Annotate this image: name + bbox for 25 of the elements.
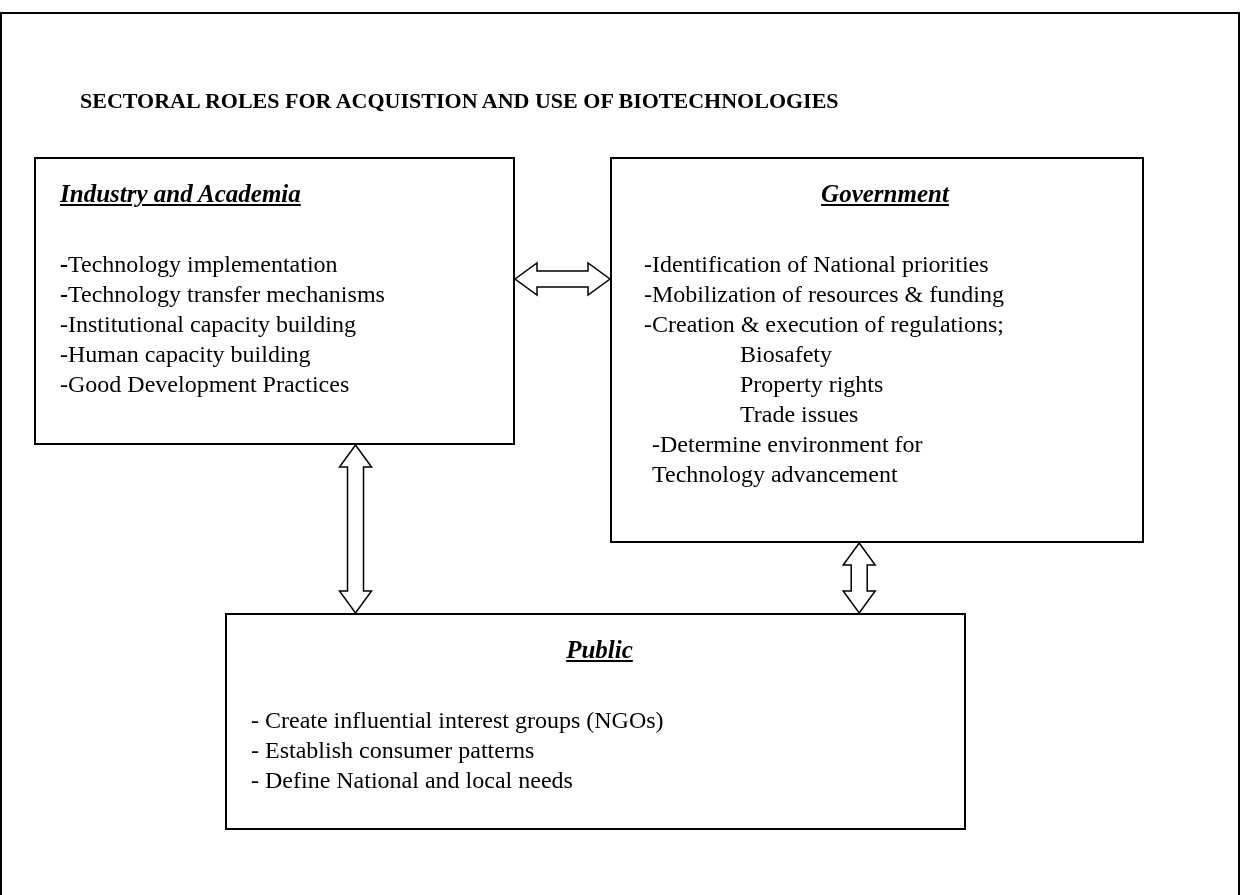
role-item: Trade issues	[740, 399, 859, 429]
role-item: -Human capacity building	[60, 339, 311, 369]
double-block-arrow	[338, 443, 373, 615]
role-item: -Mobilization of resources & funding	[644, 279, 1004, 309]
box-heading: Government	[821, 180, 949, 207]
role-item: Biosafety	[740, 339, 832, 369]
double-block-arrow	[513, 261, 612, 297]
role-item: - Create influential interest groups (NGOs)	[251, 705, 664, 735]
role-item: - Define National and local needs	[251, 765, 573, 795]
role-item: Property rights	[740, 369, 884, 399]
box-heading: Industry and Academia	[60, 180, 301, 207]
role-item: -Creation & execution of regulations;	[644, 309, 1004, 339]
double-block-arrow	[841, 541, 877, 615]
role-item: -Technology transfer mechanisms	[60, 279, 385, 309]
role-item: -Determine environment for Technology advancement	[652, 429, 924, 489]
role-item: -Institutional capacity building	[60, 309, 356, 339]
sector-box	[225, 613, 966, 830]
role-item: -Technology implementation	[60, 249, 338, 279]
role-item: -Good Development Practices	[60, 369, 350, 399]
sector-box	[34, 157, 515, 445]
diagram-title: SECTORAL ROLES FOR ACQUISTION AND USE OF BIOTECHNOLOGIES	[80, 87, 839, 115]
role-item: - Establish consumer patterns	[251, 735, 535, 765]
box-heading: Public	[566, 636, 633, 663]
sector-box	[610, 157, 1144, 543]
role-item: -Identification of National priorities	[644, 249, 989, 279]
